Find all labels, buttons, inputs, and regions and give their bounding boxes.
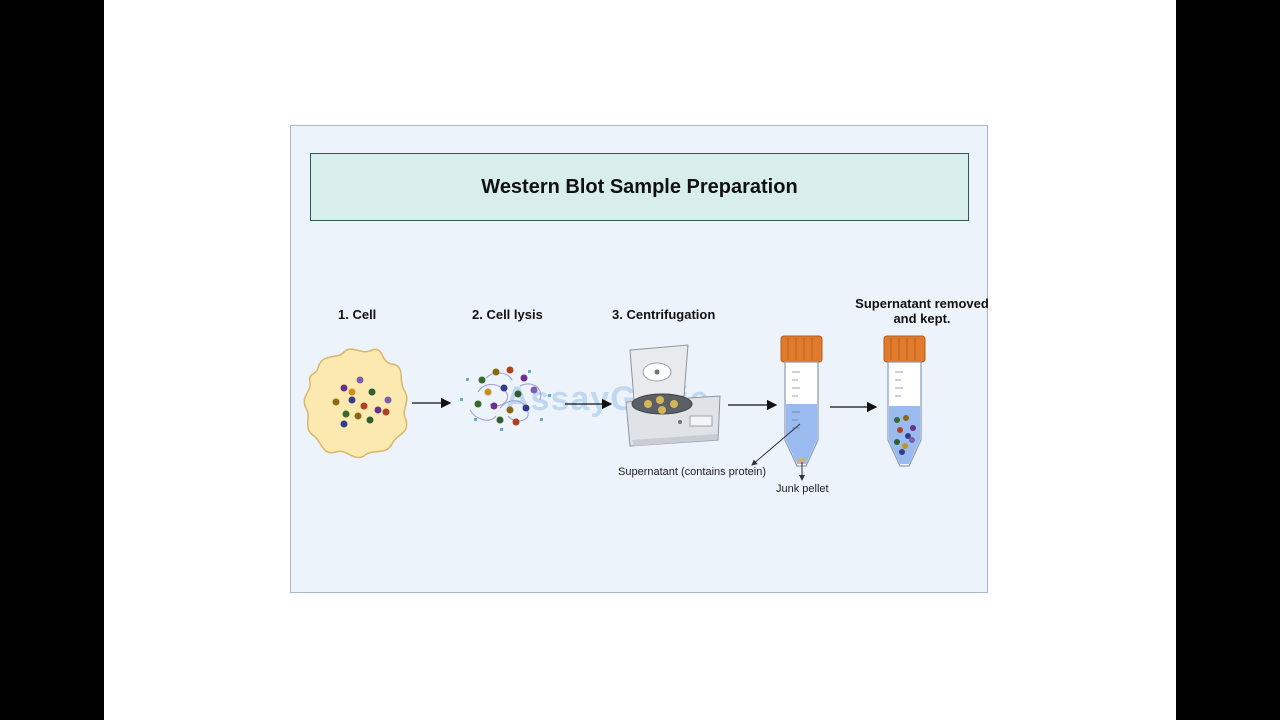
step-label-removed-line1: Supernatant removed	[855, 296, 989, 311]
pointer-supernatant	[751, 423, 801, 466]
tube-supernatant-kept	[883, 335, 926, 467]
diagram-title: Western Blot Sample Preparation	[481, 175, 798, 198]
cell-illustration	[303, 348, 408, 459]
step-label-cell: 1. Cell	[338, 307, 377, 322]
cell-proteins	[332, 376, 392, 428]
callout-pellet: Junk pellet	[776, 483, 829, 495]
title-box: Western Blot Sample Preparation	[310, 153, 969, 221]
callout-supernatant: Supernatant (contains protein)	[618, 466, 766, 478]
step-label-removed: Supernatant removed and kept.	[852, 296, 992, 326]
lysed-cell-illustration	[460, 366, 551, 431]
step-label-lysis: 2. Cell lysis	[472, 307, 543, 322]
tube-centrifuged	[780, 335, 823, 467]
centrifuge-illustration	[625, 344, 721, 447]
step-label-centrifugation: 3. Centrifugation	[612, 307, 716, 322]
step-label-removed-line2: and kept.	[893, 311, 951, 326]
